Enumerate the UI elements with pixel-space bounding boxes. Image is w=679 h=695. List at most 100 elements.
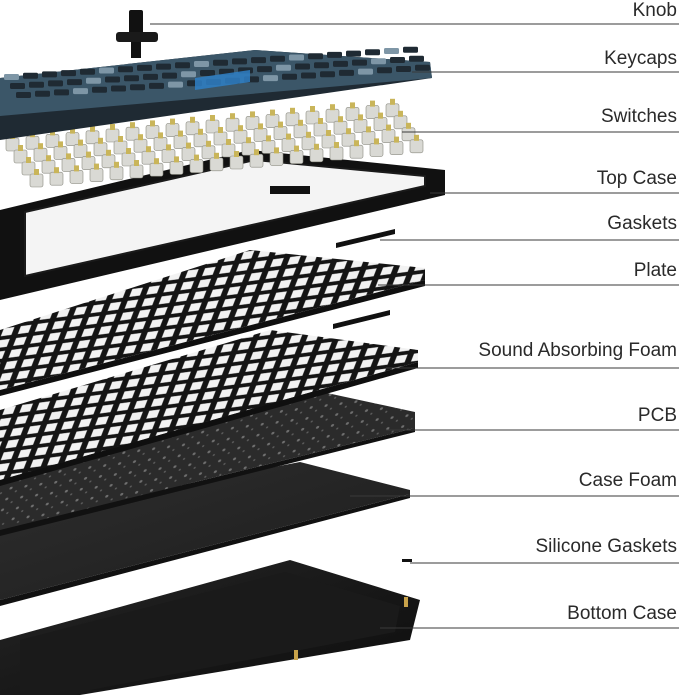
switch-stem: [378, 112, 383, 119]
plate-part: [0, 250, 425, 396]
keycap: [80, 68, 95, 75]
switch-housing: [189, 159, 204, 173]
switch-stem: [386, 124, 391, 131]
switch-stem: [390, 98, 395, 105]
keycaps-part: [0, 46, 432, 140]
switch-housing: [209, 157, 224, 172]
switch-housing: [105, 128, 120, 143]
switch-stem: [206, 140, 211, 147]
switch-housing: [181, 147, 196, 161]
switch-housing: [93, 142, 108, 157]
switch-housing: [253, 128, 268, 142]
switch-housing: [81, 156, 96, 170]
keycap: [162, 72, 177, 79]
label-top-case: Top Case: [596, 168, 677, 189]
switch-stem: [218, 127, 223, 133]
switch-stem: [34, 169, 39, 175]
keycap: [396, 66, 411, 72]
switch-housing: [25, 135, 40, 150]
switch-housing: [293, 124, 308, 139]
keycap: [390, 57, 405, 63]
switch-housing: [233, 129, 248, 144]
keycap: [327, 51, 342, 58]
switch-housing: [273, 126, 288, 140]
keycap: [263, 75, 278, 82]
keycap: [295, 63, 310, 70]
switch-housing: [169, 161, 184, 175]
switch-housing: [361, 131, 376, 145]
keycap: [409, 55, 424, 62]
switch-housing: [41, 159, 56, 174]
switch-housing: [61, 158, 76, 172]
switch-stem: [118, 136, 123, 142]
keycap: [270, 55, 285, 62]
switch-housing: [261, 140, 276, 154]
switch-housing: [21, 161, 36, 176]
switch-housing: [113, 140, 128, 155]
switch-housing: [129, 164, 144, 179]
switch-stem: [414, 134, 419, 141]
switch-stem: [46, 155, 51, 162]
keycap: [175, 62, 190, 69]
switch-housing: [89, 168, 104, 182]
switch-housing: [225, 117, 240, 132]
switch-housing: [281, 138, 296, 152]
switch-stem: [130, 122, 135, 129]
switch-housing: [393, 115, 408, 130]
switch-stem: [314, 143, 319, 150]
switch-housing: [329, 146, 344, 161]
switch-stem: [90, 125, 95, 132]
switch-housing: [333, 120, 348, 135]
label-bottom-case: Bottom Case: [567, 603, 677, 624]
switch-stem: [26, 157, 31, 163]
sound-absorbing-foam-part: [0, 330, 418, 486]
keycap: [149, 82, 164, 89]
switch-stem: [18, 145, 23, 151]
switch-housing: [289, 150, 304, 164]
switch-stem: [310, 106, 315, 112]
keycap: [61, 70, 76, 77]
switch-stem: [286, 133, 291, 140]
keycap: [403, 46, 418, 53]
keycap: [86, 77, 101, 84]
switch-stem: [238, 125, 243, 132]
keycap: [16, 92, 31, 98]
switch-stem: [66, 153, 71, 160]
keycap: [371, 58, 386, 65]
switch-housing: [385, 103, 400, 118]
switch-stem: [394, 136, 399, 143]
keycap: [257, 66, 272, 73]
keycap: [92, 86, 107, 93]
switch-housing: [349, 144, 364, 159]
switch-stem: [354, 140, 359, 147]
case-foam-part: [0, 462, 410, 606]
switch-housing: [45, 134, 60, 148]
switch-stem: [338, 116, 343, 123]
switch-stem: [306, 131, 311, 138]
switch-stem: [398, 110, 403, 117]
keycap: [213, 59, 228, 66]
switch-housing: [221, 143, 236, 158]
switch-housing: [369, 143, 384, 157]
switch-housing: [145, 125, 160, 139]
switch-stem: [358, 114, 363, 121]
keycap: [301, 72, 316, 79]
keycap: [35, 90, 50, 97]
switch-housing: [33, 147, 48, 162]
switch-stem: [106, 149, 111, 156]
switch-stem: [98, 137, 103, 144]
switch-stem: [370, 100, 375, 107]
keycap: [181, 71, 196, 78]
keycap: [346, 50, 361, 57]
keycap: [67, 79, 82, 86]
switches-part: [5, 98, 424, 188]
switch-stem: [186, 142, 191, 149]
switch-housing: [53, 146, 68, 160]
switch-stem: [170, 118, 175, 125]
keycap: [137, 64, 152, 71]
keycap: [314, 62, 329, 69]
label-keycaps: Keycaps: [604, 48, 677, 69]
label-switches: Switches: [600, 106, 677, 127]
switch-stem: [86, 151, 91, 158]
keycap: [143, 73, 158, 80]
